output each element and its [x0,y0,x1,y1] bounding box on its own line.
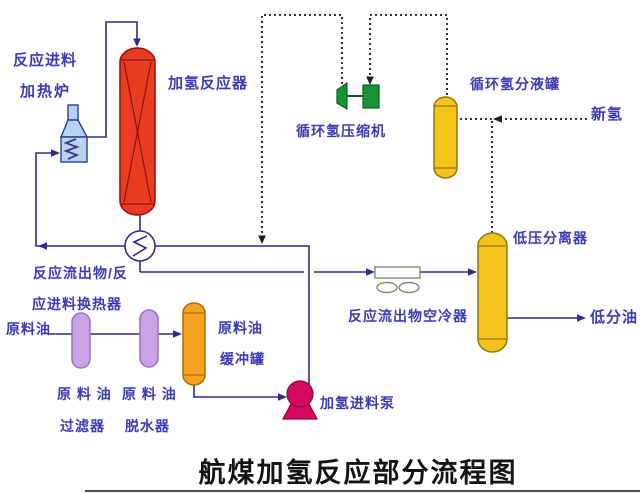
hydrogenation-reactor [119,47,156,216]
bottom-border-line [85,490,640,492]
furnace-coil [63,138,80,160]
label-lp-oil: 低分油 [590,309,639,326]
label-buffer-line2: 缓冲罐 [220,351,265,367]
raw-oil-buffer-tank [182,302,206,386]
arrow-into-furnace [51,149,60,157]
low-pressure-separator [477,232,508,353]
arrow-into-buffer-tank [173,330,182,338]
pipe-feed-to-furnace [35,152,310,385]
dashed-pipe-compressor-suction [369,14,448,95]
label-filter-line2: 过滤器 [60,418,105,434]
recycle-hydrogen-compressor [336,81,380,111]
arrow-into-compressor [366,76,374,85]
arrow-into-reactor [133,38,141,47]
label-reactor: 加氢反应器 [168,75,249,92]
arrow-into-pump [278,393,287,401]
label-recycle-drum: 循环氢分液罐 [470,76,560,92]
label-fresh-hydrogen: 新氢 [591,106,624,123]
pipe-buffer-to-pump [193,385,280,398]
label-raw-oil-feed: 原料油 [6,321,51,337]
label-exchanger-line2: 应进料换热器 [32,296,122,312]
arrow-hydrogen-junction [493,115,502,123]
diagram-title: 航煤加氢反应部分流程图 [198,458,518,488]
arrow-into-cooler [366,268,375,276]
feed-furnace [59,104,89,163]
arrow-effluent-left [38,242,47,250]
hydrogenation-feed-pump [282,380,318,420]
label-dehydrator-line1: 原 料 油 [122,386,177,402]
raw-oil-filter [71,312,91,369]
label-feed-pump: 加氢进料泵 [320,395,395,411]
label-exchanger-line1: 反应流出物/反 [33,265,128,281]
label-air-cooler: 反应流出物空冷器 [348,308,468,324]
label-furnace-line2: 加热炉 [20,83,72,100]
label-buffer-line1: 原料油 [218,320,263,336]
raw-oil-dehydrator [139,309,159,368]
label-compressor: 循环氢压缩机 [296,123,386,139]
label-furnace-line1: 反应进料 [13,52,78,69]
arrow-lp-oil [577,314,586,322]
exchanger-zigzag [132,235,148,257]
arrow-into-separator [468,268,477,276]
label-filter-line1: 原 料 油 [57,386,112,402]
arrow-recycle-into-feed [258,235,266,244]
air-cooler [374,266,421,294]
label-lp-separator: 低压分离器 [513,230,588,246]
feed-effluent-exchanger [124,230,156,262]
recycle-hydrogen-drum [433,96,458,179]
pipe-furnace-to-reactor [85,21,138,138]
label-dehydrator-line2: 脱水器 [125,418,170,434]
